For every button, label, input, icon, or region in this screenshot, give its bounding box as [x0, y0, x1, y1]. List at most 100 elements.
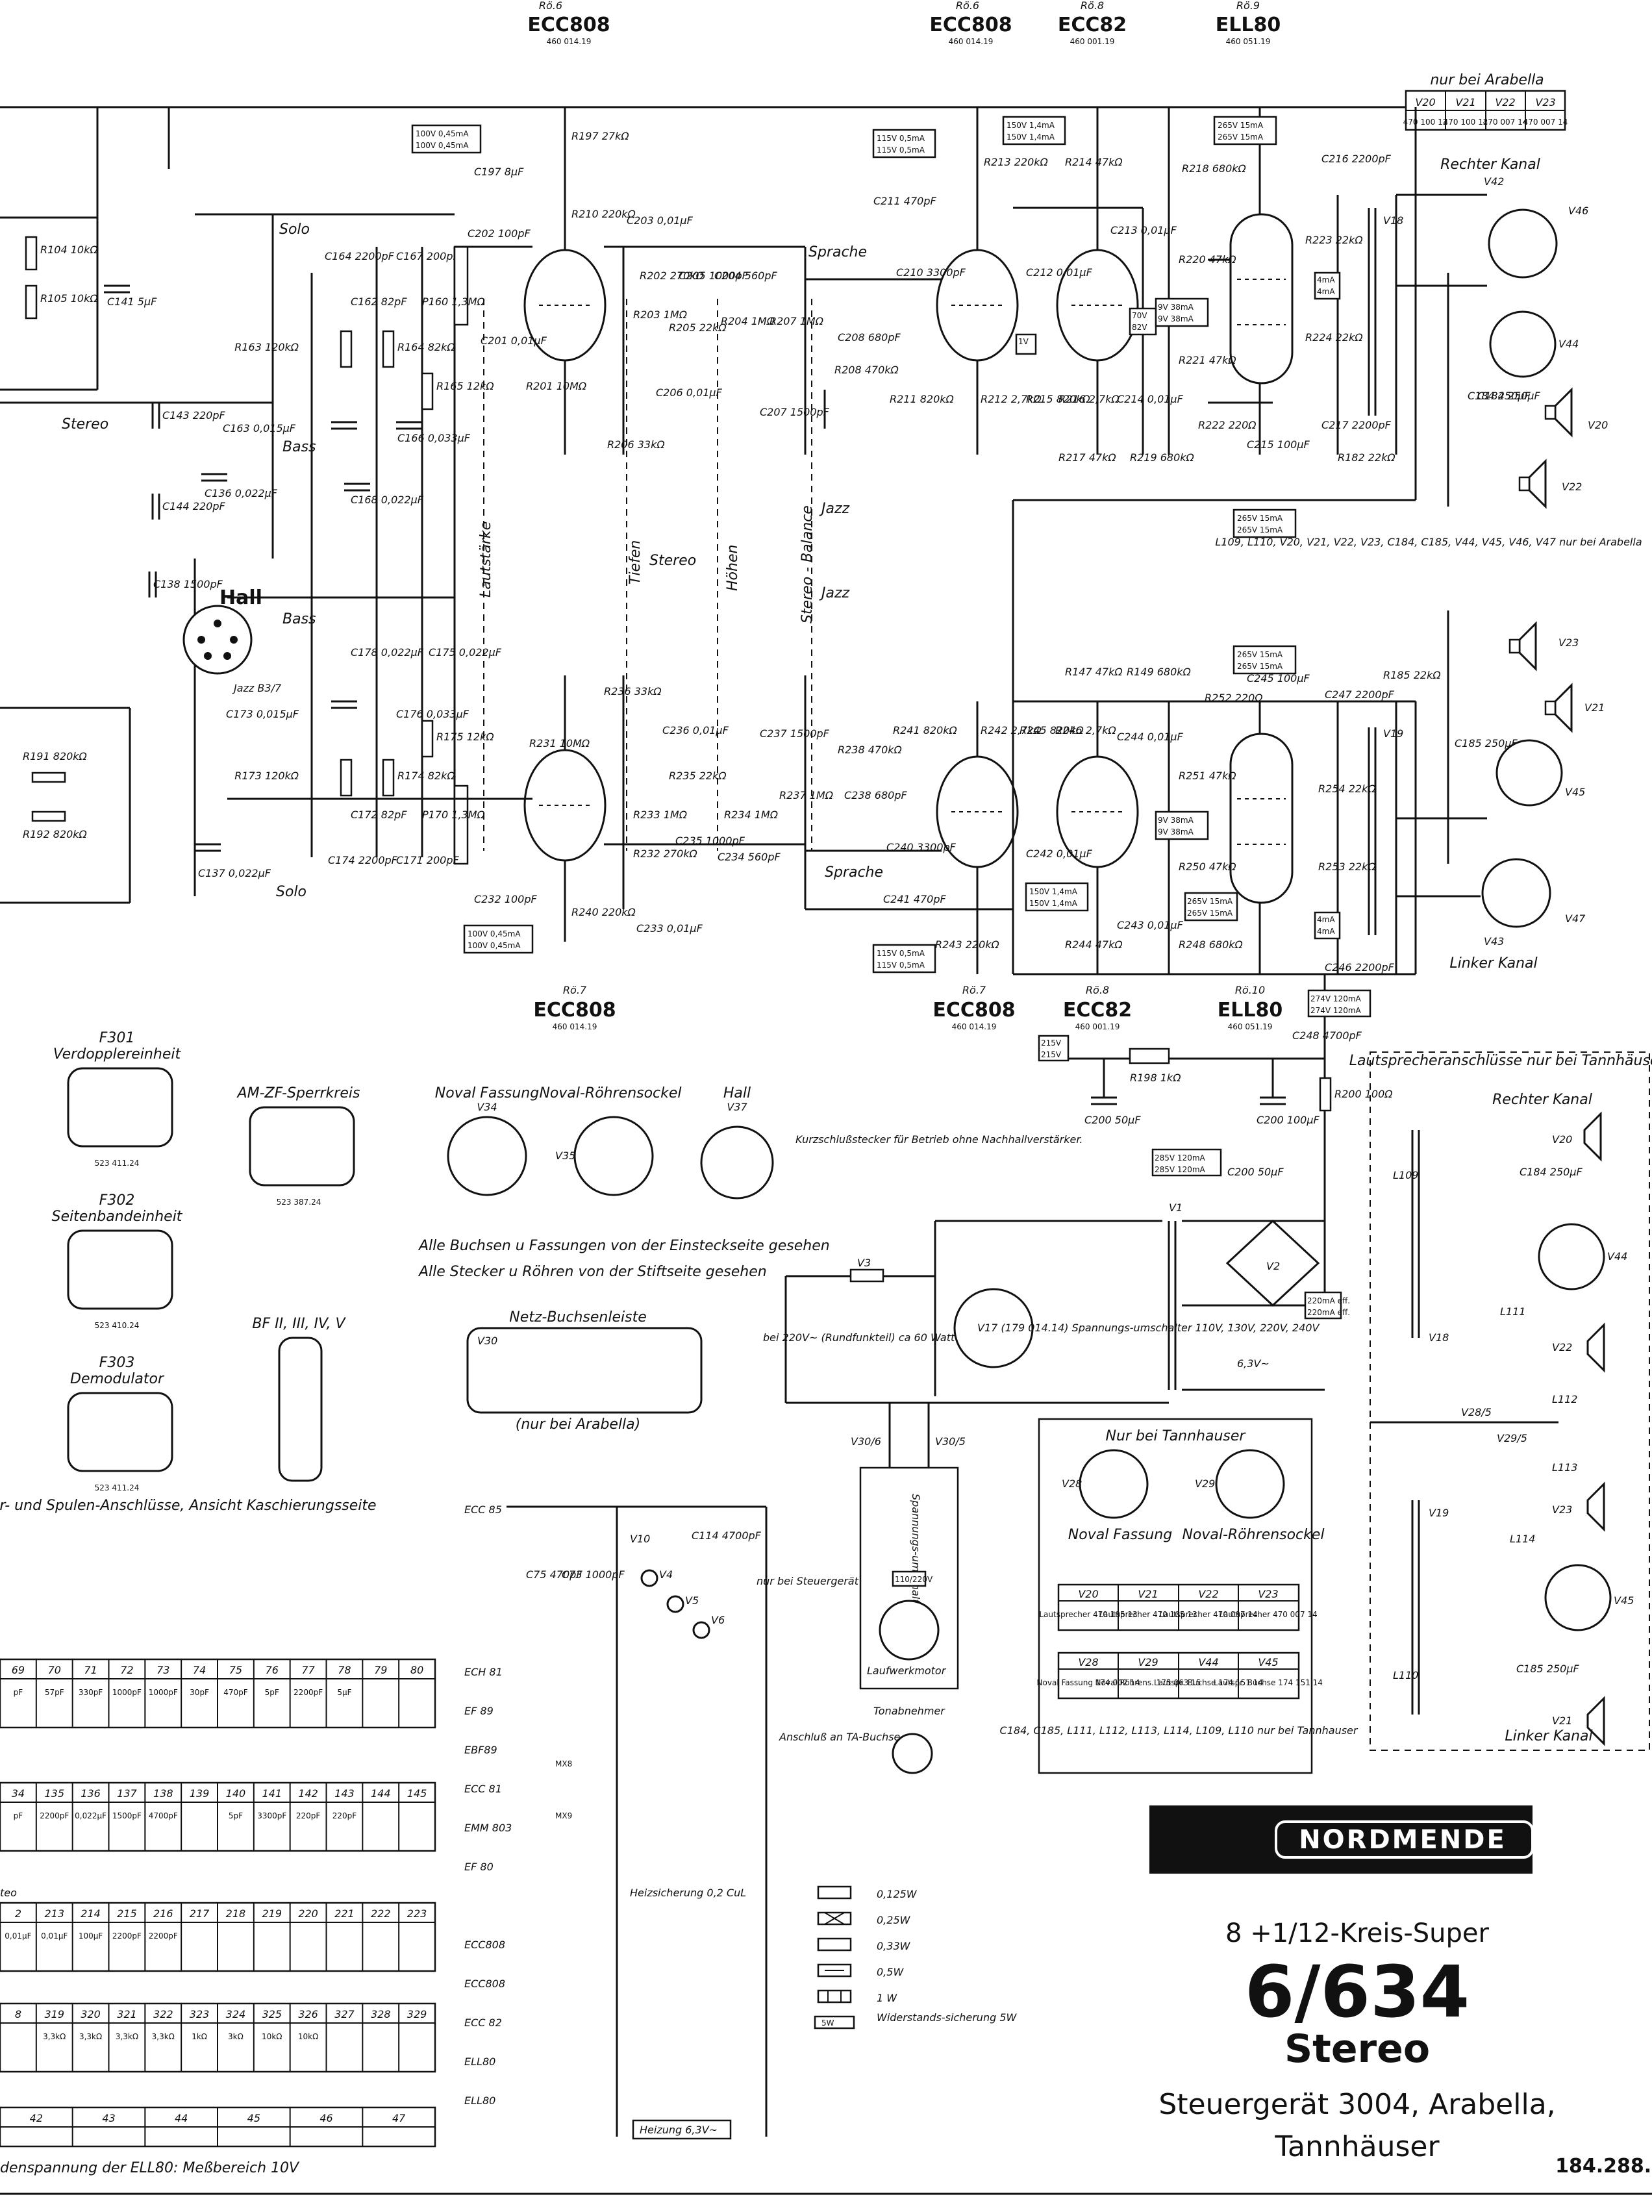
svg-text:100V 0,45mA: 100V 0,45mA — [416, 129, 469, 138]
svg-text:C167 200pF: C167 200pF — [396, 250, 459, 262]
parts-table-value-cell: 5µF — [337, 1688, 351, 1697]
speaker-panel-tannhauser: Lautsprecheranschlüsse nur bei Tannhäuse… — [1349, 1051, 1652, 1751]
tannhauser-box: Nur bei Tannhauser V28 Noval Fassung V29… — [1000, 1418, 1358, 1774]
label-stereo-balance: Stereo - Balance — [799, 505, 816, 623]
svg-text:ECC808: ECC808 — [464, 1978, 505, 1990]
svg-text:Alle Buchsen u Fassungen von d: Alle Buchsen u Fassungen von der Einstec… — [418, 1238, 830, 1254]
parts-table-header-cell: 42 — [30, 2112, 43, 2124]
svg-text:R191 820kΩ: R191 820kΩ — [23, 750, 88, 762]
svg-text:C212 0,01µF: C212 0,01µF — [1026, 266, 1093, 279]
tube-label-top-1: Rö.6 ECC808 460 014.19 — [527, 0, 610, 46]
svg-text:150V 1,4mA: 150V 1,4mA — [1029, 899, 1078, 908]
parts-table-header-cell: 138 — [153, 1787, 173, 1800]
svg-text:460 014.19: 460 014.19 — [949, 37, 994, 46]
svg-text:R245 820kΩ: R245 820kΩ — [1020, 724, 1084, 736]
svg-text:265V 15mA: 265V 15mA — [1237, 650, 1283, 659]
svg-text:460 051.19: 460 051.19 — [1228, 1022, 1273, 1031]
parts-table-header-cell: 76 — [266, 1664, 279, 1676]
parts-table: teo 69pF7057pF71330pF721000pF731000pF743… — [0, 1658, 436, 2176]
svg-text:Spannungs-umschalter: Spannungs-umschalter — [910, 1494, 922, 1615]
parts-table-header-cell: 217 — [190, 1907, 210, 1920]
label-solo-top: Solo — [279, 221, 310, 238]
tube-label-top-3: Rö.8 ECC82 460 001.19 — [1058, 0, 1127, 46]
label-hall: Hall — [219, 586, 262, 609]
svg-text:R236 33kΩ: R236 33kΩ — [604, 685, 662, 698]
motor-section: Spannungs-umschalter 110/220V Laufwerkmo… — [779, 1466, 959, 1774]
svg-text:V21: V21 — [1552, 1715, 1572, 1727]
capacitor-C171: C171 200pF — [396, 854, 459, 866]
svg-text:R185 22kΩ: R185 22kΩ — [1383, 669, 1441, 681]
parts-table-header-cell: 325 — [262, 2008, 282, 2020]
tube-label-top-2: Rö.6 ECC808 460 014.19 — [929, 0, 1012, 46]
svg-text:V43: V43 — [1484, 935, 1504, 948]
svg-text:C114 4700pF: C114 4700pF — [692, 1529, 762, 1542]
svg-text:4mA: 4mA — [1317, 287, 1335, 296]
svg-text:F301: F301 — [99, 1030, 135, 1046]
svg-text:V6: V6 — [711, 1614, 725, 1626]
power-supply-section: R198 1kΩ C200 50µF C200 100µF R200 100Ω … — [763, 974, 1393, 1468]
parts-table-header-cell: 213 — [44, 1907, 64, 1920]
svg-text:EBF89: EBF89 — [464, 1744, 497, 1756]
svg-text:R208 470kΩ: R208 470kΩ — [834, 364, 899, 376]
label-jazz-upper: Jazz — [819, 501, 850, 517]
svg-text:R213 220kΩ: R213 220kΩ — [984, 156, 1049, 168]
svg-text:265V 15mA: 265V 15mA — [1237, 525, 1283, 534]
svg-text:460 051.19: 460 051.19 — [1226, 37, 1271, 46]
svg-text:R221 47kΩ: R221 47kΩ — [1179, 354, 1236, 366]
parts-table-value-cell: 2200pF — [40, 1811, 69, 1820]
svg-text:265V 15mA: 265V 15mA — [1218, 132, 1264, 142]
resistor-R105: R105 10kΩ — [25, 284, 98, 320]
svg-text:nur bei Steuergerät: nur bei Steuergerät — [757, 1575, 859, 1587]
parts-table-header-cell: 327 — [334, 2008, 355, 2020]
parts-table-header-cell: 2 — [15, 1907, 21, 1920]
svg-text:274V 120mA: 274V 120mA — [1310, 1006, 1362, 1015]
parts-table-value-cell: 10kΩ — [262, 2032, 282, 2041]
svg-text:V29/5: V29/5 — [1497, 1432, 1527, 1444]
modules-section: F301 Verdopplereinheit 523 411.24 AM-ZF-… — [0, 1030, 377, 1514]
svg-text:R232 270kΩ: R232 270kΩ — [633, 848, 698, 860]
resistor-R174: R174 82kΩ — [382, 759, 455, 797]
svg-text:Rö.7: Rö.7 — [563, 984, 587, 996]
parts-table-header-cell: 324 — [226, 2008, 246, 2020]
label-bass-bottom: Bass — [282, 611, 316, 627]
svg-text:P160 1,3MΩ: P160 1,3MΩ — [422, 295, 486, 308]
svg-text:C217 2200pF: C217 2200pF — [1321, 419, 1392, 431]
svg-text:ECC82: ECC82 — [1058, 14, 1127, 36]
svg-text:ELL80: ELL80 — [1216, 14, 1281, 36]
svg-text:Lautsprecher 470 007 14: Lautsprecher 470 007 14 — [1159, 1610, 1257, 1619]
svg-text:C216 2200pF: C216 2200pF — [1321, 153, 1392, 165]
svg-text:teo: teo — [0, 1887, 17, 1899]
svg-text:150V 1,4mA: 150V 1,4mA — [1007, 121, 1055, 130]
svg-text:115V 0,5mA: 115V 0,5mA — [877, 145, 925, 155]
resistor-R173: R173 120kΩ — [234, 759, 353, 797]
svg-text:274V 120mA: 274V 120mA — [1310, 994, 1362, 1003]
svg-text:R198 1kΩ: R198 1kΩ — [1130, 1072, 1181, 1084]
svg-text:ECC 81: ECC 81 — [464, 1783, 502, 1795]
parts-table-header-cell: 8 — [15, 2008, 21, 2020]
svg-text:R223 22kΩ: R223 22kΩ — [1305, 234, 1363, 246]
svg-text:ECC 82: ECC 82 — [464, 2017, 502, 2029]
parts-table-header-cell: 223 — [407, 1907, 427, 1920]
svg-text:C162 82pF: C162 82pF — [351, 295, 407, 308]
svg-text:V30/5: V30/5 — [935, 1435, 966, 1448]
label-tiefen: Tiefen — [627, 540, 644, 584]
svg-text:BF II, III, IV, V: BF II, III, IV, V — [252, 1316, 346, 1332]
svg-text:ELL80: ELL80 — [464, 2094, 495, 2107]
label-jazz-b37: Jazz B3/7 — [232, 682, 282, 694]
svg-text:100V 0,45mA: 100V 0,45mA — [468, 941, 521, 950]
lower-speakers: V23 V21 V45 V43 V47 Linker Kanal — [1396, 610, 1605, 972]
svg-text:R243 220kΩ: R243 220kΩ — [935, 938, 1000, 951]
capacitor-C173: C173 0,015µF — [226, 700, 357, 720]
svg-text:470 100 12: 470 100 12 — [1444, 118, 1488, 127]
svg-text:265V 15mA: 265V 15mA — [1218, 121, 1264, 130]
svg-text:R163 120kΩ: R163 120kΩ — [234, 341, 299, 353]
parts-table-header-cell: 75 — [229, 1664, 242, 1676]
parts-table-value-cell: 470pF — [223, 1688, 248, 1697]
svg-text:ELL80: ELL80 — [464, 2055, 495, 2068]
label-stereo-mid: Stereo — [649, 553, 696, 569]
potentiometer-P170: P170 1,3MΩ — [422, 785, 486, 865]
svg-text:R242 2,7kΩ: R242 2,7kΩ — [981, 724, 1042, 736]
capacitor-C176: C176 0,033µF — [396, 708, 469, 720]
svg-text:Rö.6: Rö.6 — [539, 0, 562, 12]
svg-text:470 100 12: 470 100 12 — [1403, 118, 1448, 127]
